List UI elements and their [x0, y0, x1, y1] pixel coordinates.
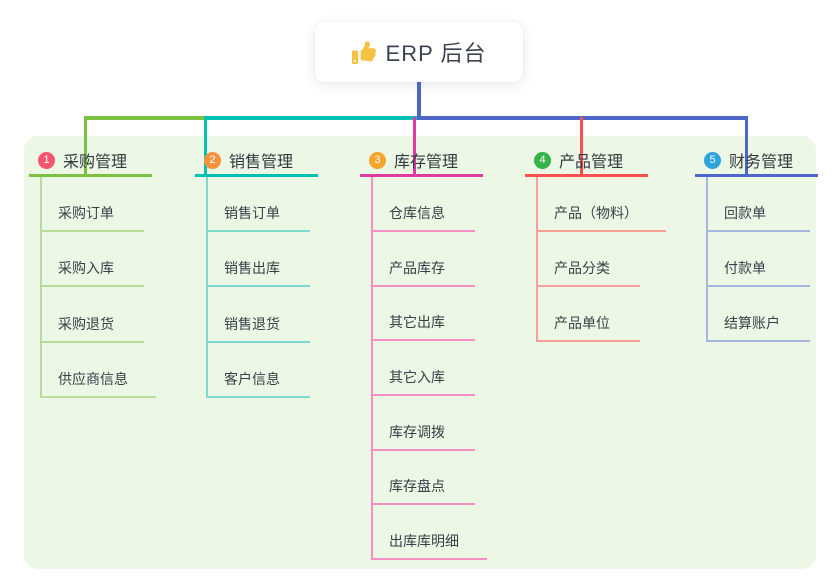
child-node[interactable]: 销售订单: [206, 203, 310, 232]
child-node[interactable]: 仓库信息: [371, 203, 475, 232]
child-node[interactable]: 采购入库: [40, 258, 144, 287]
connector-segment-purchase: [84, 116, 207, 120]
branch-number-badge: 2: [204, 151, 221, 169]
child-connector-line: [206, 177, 208, 398]
branch-node-2[interactable]: 2 销售管理: [204, 149, 293, 171]
child-node[interactable]: 客户信息: [206, 369, 310, 398]
branch-underline: [195, 174, 318, 177]
branch-number-badge: 3: [369, 151, 386, 169]
child-node[interactable]: 结算账户: [706, 313, 810, 342]
branch-label: 库存管理: [394, 154, 459, 171]
thumbs-up-icon: [351, 40, 376, 64]
child-node[interactable]: 产品库存: [371, 258, 475, 287]
child-connector-line: [371, 177, 373, 560]
root-label: ERP 后台: [385, 41, 487, 66]
child-node[interactable]: 采购退货: [40, 314, 144, 343]
child-node[interactable]: 库存调拨: [371, 422, 475, 451]
branch-drop-line: [745, 117, 748, 177]
branch-drop-line: [84, 117, 87, 177]
branch-drop-line: [204, 117, 207, 177]
child-connector-line: [706, 177, 708, 342]
branch-label: 采购管理: [63, 154, 128, 171]
child-node[interactable]: 产品（物料）: [536, 203, 666, 232]
child-node[interactable]: 供应商信息: [40, 369, 156, 398]
branch-underline: [29, 174, 152, 177]
branch-node-1[interactable]: 1 采购管理: [38, 149, 127, 171]
child-node[interactable]: 采购订单: [40, 203, 144, 232]
branch-drop-line: [413, 117, 416, 177]
child-connector-line: [40, 177, 42, 398]
branch-number-badge: 4: [534, 151, 551, 169]
branch-node-5[interactable]: 5 财务管理: [704, 149, 793, 171]
child-node[interactable]: 其它入库: [371, 367, 475, 396]
child-node[interactable]: 回款单: [706, 203, 810, 232]
child-node[interactable]: 库存盘点: [371, 476, 475, 505]
child-node[interactable]: 销售出库: [206, 258, 310, 287]
child-node[interactable]: 产品单位: [536, 313, 640, 342]
root-connector-line: [417, 82, 421, 120]
root-node[interactable]: ERP 后台: [315, 22, 523, 82]
branch-label: 财务管理: [729, 154, 794, 171]
branch-drop-line: [580, 117, 583, 177]
branch-number-badge: 1: [38, 151, 55, 169]
branch-number-badge: 5: [704, 151, 721, 169]
branch-node-3[interactable]: 3 库存管理: [369, 149, 458, 171]
child-node[interactable]: 其它出库: [371, 312, 475, 341]
child-connector-line: [536, 177, 538, 342]
child-node[interactable]: 销售退货: [206, 314, 310, 343]
child-node[interactable]: 付款单: [706, 258, 810, 287]
branches-panel: [24, 136, 816, 569]
child-node[interactable]: 出库库明细: [371, 531, 487, 560]
branch-node-4[interactable]: 4 产品管理: [534, 149, 623, 171]
connector-segment-sales: [204, 116, 421, 120]
branch-underline: [360, 174, 483, 177]
branch-label: 产品管理: [559, 154, 624, 171]
child-node[interactable]: 产品分类: [536, 258, 640, 287]
branch-label: 销售管理: [229, 154, 294, 171]
branch-underline: [525, 174, 648, 177]
branch-underline: [695, 174, 818, 177]
